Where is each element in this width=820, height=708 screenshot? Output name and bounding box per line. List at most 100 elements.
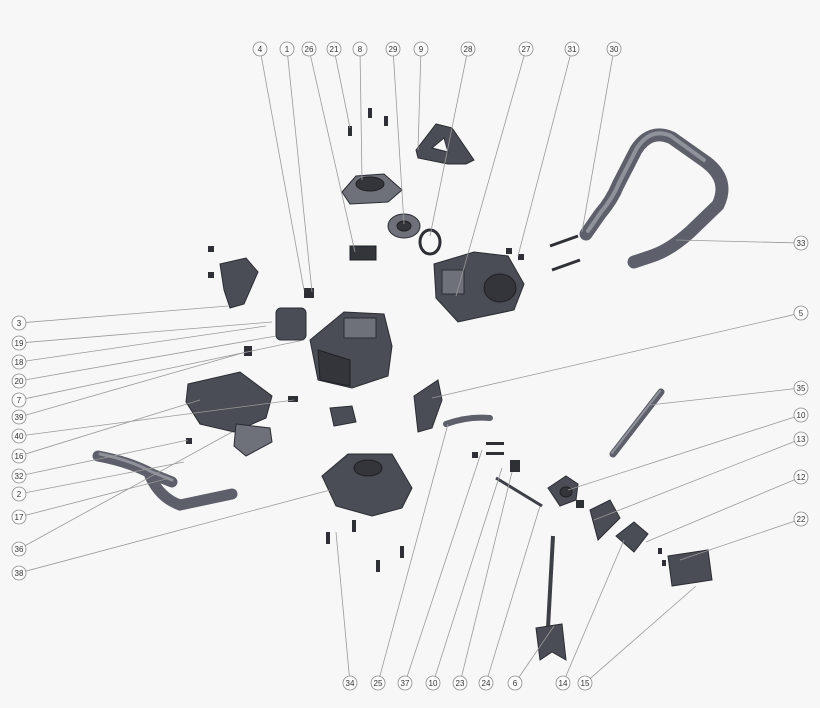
callout-leader-line	[393, 55, 405, 225]
crank-case-part	[185, 371, 273, 457]
callout-bubble	[397, 675, 413, 691]
callout-leader-line	[25, 477, 171, 516]
callout-leader-line	[565, 539, 625, 677]
callout-bubble	[555, 675, 571, 691]
callout-number: 15	[581, 679, 590, 688]
callout-leader-line	[417, 55, 422, 151]
callout-leader-line	[590, 585, 697, 679]
callout-bubble	[425, 675, 441, 691]
callout-bubble	[793, 511, 809, 527]
callout-bubble	[11, 354, 27, 370]
callout-9: 9	[413, 41, 429, 151]
callout-leader-line	[25, 325, 267, 362]
callout-16: 16	[11, 399, 201, 464]
callout-32: 32	[11, 439, 189, 484]
callout-bubble	[478, 675, 494, 691]
callout-33: 33	[675, 235, 809, 251]
callout-21: 21	[326, 41, 351, 129]
ignition-coil-part	[329, 405, 357, 427]
callout-20: 20	[11, 335, 277, 389]
plug-part	[275, 307, 307, 341]
callout-bubble	[11, 335, 27, 351]
callout-leader-line	[359, 55, 363, 181]
air-filter-part	[667, 549, 713, 587]
left-cover-part	[219, 257, 259, 309]
callout-bubble	[564, 41, 580, 57]
callout-number: 19	[15, 339, 24, 348]
callout-bubble	[326, 41, 342, 57]
pin-part	[549, 234, 579, 248]
pulley-part	[387, 213, 421, 239]
callout-number: 20	[15, 377, 24, 386]
callout-28: 28	[429, 41, 476, 237]
callout-29: 29	[385, 41, 405, 225]
callout-bubble	[793, 305, 809, 321]
callout-leader-line	[461, 471, 513, 677]
callout-leader-line	[25, 335, 277, 381]
callout-bubble	[11, 565, 27, 581]
callout-22: 22	[679, 511, 809, 561]
callout-number: 3	[17, 319, 22, 328]
gasket-part	[589, 499, 621, 541]
callout-3: 3	[11, 305, 229, 331]
carburetor-part	[547, 475, 579, 507]
small-block-part	[349, 245, 377, 261]
callout-number: 38	[15, 569, 24, 578]
callout-leader-line	[287, 55, 313, 293]
callout-leader-line	[431, 314, 795, 399]
callout-bubble	[11, 486, 27, 502]
callout-14: 14	[555, 539, 625, 691]
callout-4: 4	[252, 41, 305, 291]
callout-leader-line	[675, 239, 795, 244]
callout-leader-line	[518, 625, 555, 678]
callout-leader-line	[517, 55, 571, 257]
callout-bubble	[11, 428, 27, 444]
callout-26: 26	[301, 41, 356, 253]
housing-part	[433, 251, 525, 323]
callout-13: 13	[593, 431, 809, 521]
front-grip-part	[92, 450, 238, 511]
callout-bubble	[370, 675, 386, 691]
callout-number: 31	[568, 45, 577, 54]
callout-number: 8	[358, 45, 363, 54]
callout-6: 6	[507, 625, 555, 691]
callout-bubble	[460, 41, 476, 57]
callout-number: 14	[559, 679, 568, 688]
callout-leader-line	[406, 449, 483, 677]
callout-bubble	[518, 41, 534, 57]
callout-18: 18	[11, 325, 267, 370]
callout-number: 7	[17, 396, 22, 405]
callout-number: 21	[330, 45, 339, 54]
callout-bubble	[11, 509, 27, 525]
callout-leader-line	[335, 531, 350, 677]
callout-number: 9	[419, 45, 424, 54]
callout-number: 4	[258, 45, 263, 54]
callout-leader-line	[24, 431, 233, 546]
callout-number: 6	[513, 679, 518, 688]
cap-part	[341, 173, 403, 205]
callout-10: 10	[425, 467, 503, 691]
callout-12: 12	[645, 469, 809, 543]
callout-bubble	[11, 409, 27, 425]
callout-number: 24	[482, 679, 491, 688]
callout-40: 40	[11, 399, 295, 444]
callout-leader-line	[429, 55, 467, 237]
callout-8: 8	[352, 41, 368, 181]
callout-36: 36	[11, 431, 233, 557]
callout-leader-line	[487, 505, 541, 677]
callout-number: 10	[429, 679, 438, 688]
callout-39: 39	[11, 351, 247, 425]
pump-rod-part	[535, 535, 567, 661]
callout-31: 31	[517, 41, 580, 257]
callout-35: 35	[649, 380, 809, 406]
callout-leader-line	[581, 55, 614, 233]
parts-layer	[92, 108, 729, 661]
callout-bubble	[793, 235, 809, 251]
callout-bubble	[252, 41, 268, 57]
callout-leader-line	[260, 55, 305, 291]
callout-number: 40	[15, 432, 24, 441]
base-part	[321, 453, 413, 517]
callout-leader-line	[649, 388, 795, 406]
